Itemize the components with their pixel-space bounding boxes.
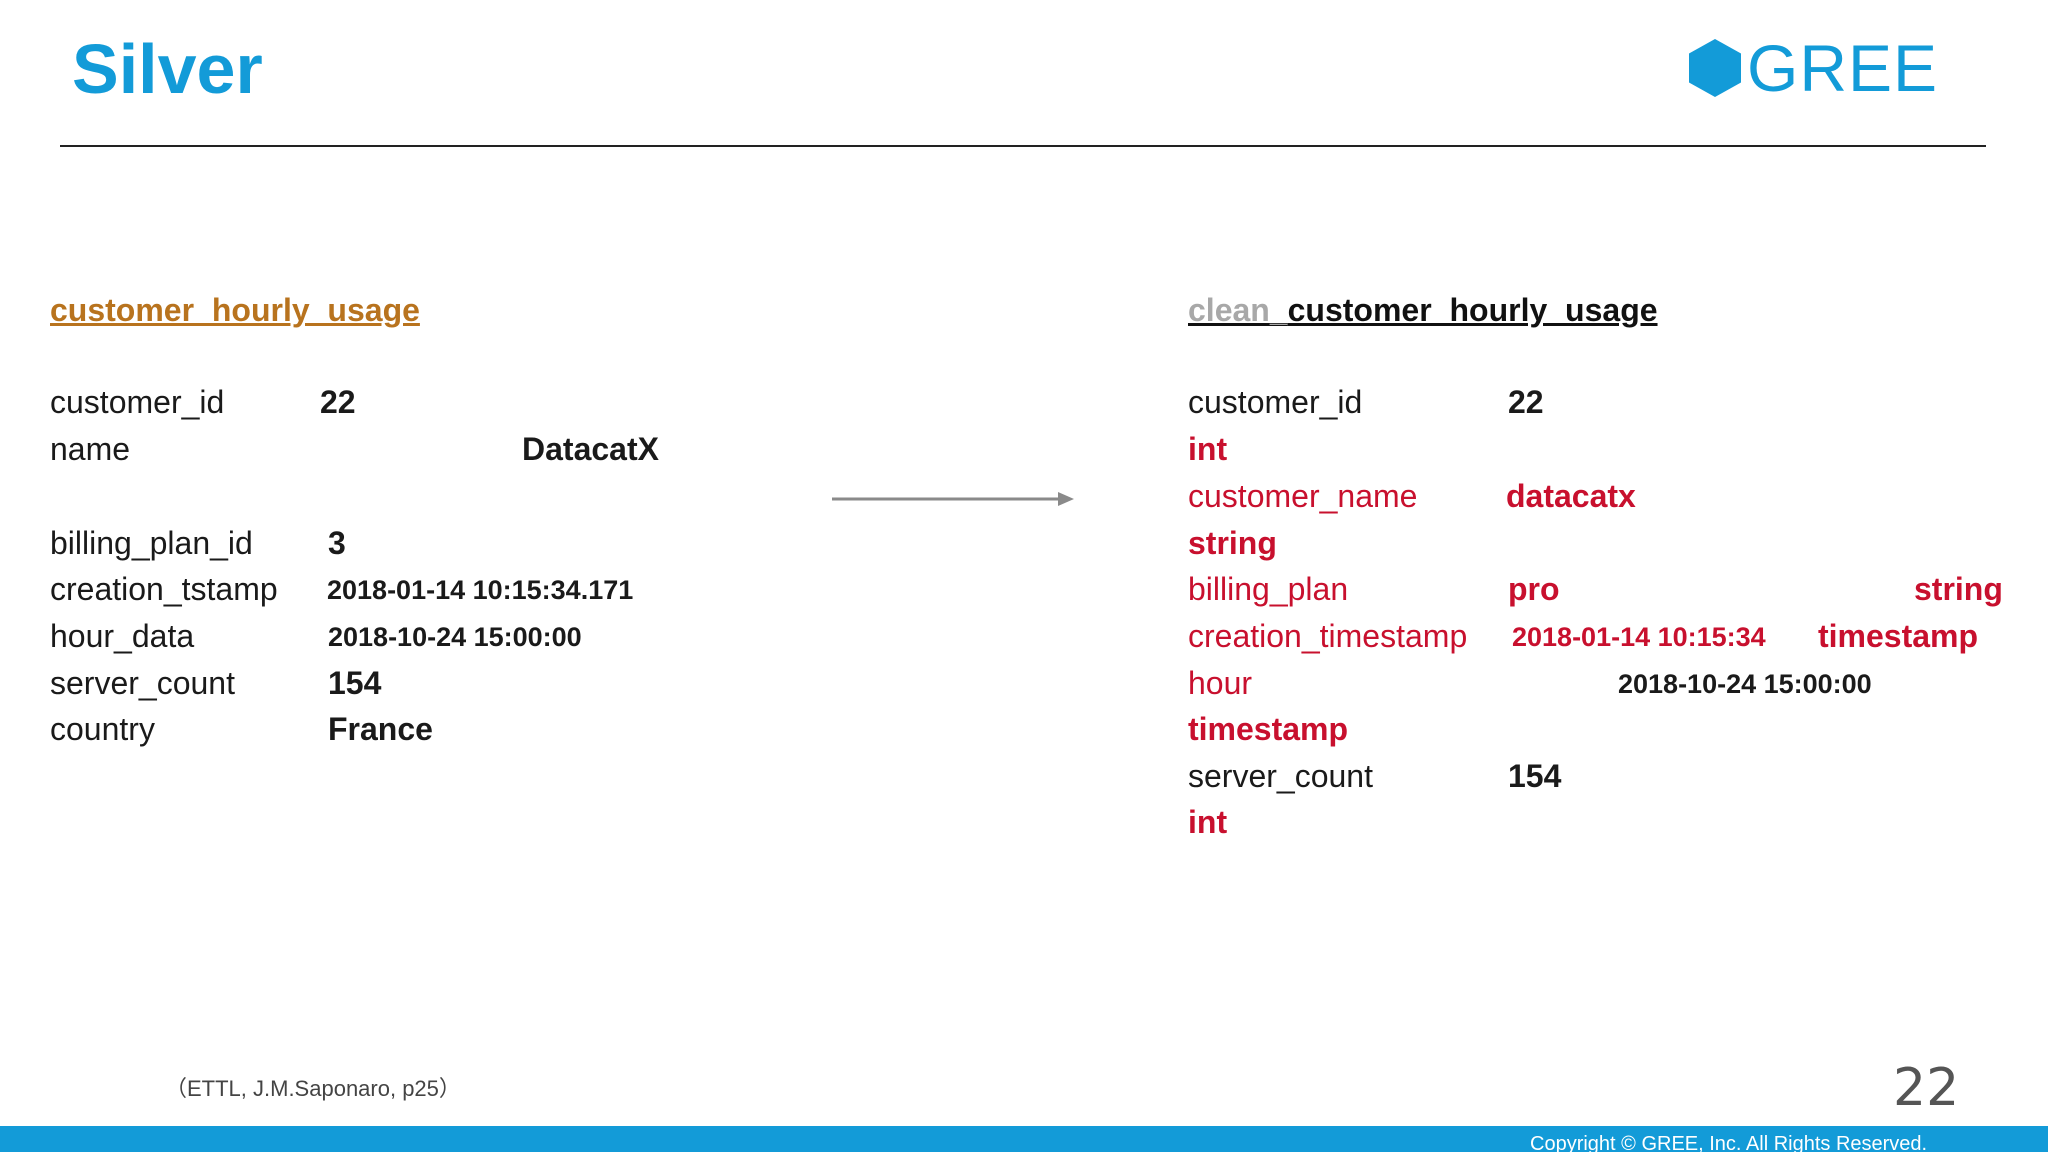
page-number: 22 [1893,1058,1960,1118]
source-field-creation-tstamp: creation_tstamp [50,571,278,607]
clean-type-customer-name: string [1188,525,1277,561]
clean-field-customer-name: customer_name [1188,478,1418,514]
clean-table-name: clean_customer_hourly_usage [1188,294,1658,326]
clean-table-prefix: clean_ [1188,292,1288,328]
source-value-customer-id: 22 [320,384,356,420]
clean-type-server-count: int [1188,804,1228,840]
hexagon-logo-icon [1689,39,1741,97]
source-field-billing-plan-id: billing_plan_id [50,525,253,561]
footer-bar: Copyright © GREE, Inc. All Rights Reserv… [0,1126,2048,1152]
source-field-hour-data: hour_data [50,618,195,654]
clean-value-server-count: 154 [1508,758,1562,794]
source-value-hour-data: 2018-10-24 15:00:00 [328,622,582,652]
clean-value-billing-plan: pro [1508,571,1560,607]
clean-type-customer-id: int [1188,431,1228,467]
source-value-name: DatacatX [522,431,659,467]
clean-field-billing-plan: billing_plan [1188,571,1349,607]
clean-field-hour: hour [1188,665,1253,701]
clean-field-server-count: server_count [1188,758,1373,794]
clean-type-hour: timestamp [1188,711,1349,747]
source-value-billing-plan-id: 3 [328,525,346,561]
source-field-customer-id: customer_id [50,384,225,420]
source-field-country: country [50,711,155,747]
clean-value-hour: 2018-10-24 15:00:00 [1618,669,1872,699]
source-table-name: customer_hourly_usage [50,292,420,328]
clean-value-customer-id: 22 [1508,384,1544,420]
right-arrow-icon [832,492,1074,506]
slide-title: Silver [72,30,263,108]
source-value-creation-tstamp: 2018-01-14 10:15:34.171 [327,575,634,605]
clean-type-creation-timestamp: timestamp [1818,618,1979,654]
clean-field-customer-id: customer_id [1188,384,1363,420]
copyright-text: Copyright © GREE, Inc. All Rights Reserv… [1530,1133,1928,1152]
clean-value-creation-timestamp: 2018-01-14 10:15:34 [1512,622,1766,652]
source-field-server-count: server_count [50,665,235,701]
source-value-country: France [328,711,433,747]
clean-value-customer-name: datacatx [1506,478,1636,514]
transform-arrow [830,488,1076,515]
source-value-server-count: 154 [328,665,382,701]
clean-table-basename: customer_hourly_usage [1287,292,1658,328]
header-divider [60,145,1986,147]
clean-type-billing-plan: string [1914,571,2003,607]
clean-field-creation-timestamp: creation_timestamp [1188,618,1468,654]
source-field-name: name [50,431,131,467]
citation: （ETTL, J.M.Saponaro, p25） [165,1076,461,1101]
gree-logo: GREE [1687,31,1939,105]
logo-text: GREE [1747,31,1939,105]
